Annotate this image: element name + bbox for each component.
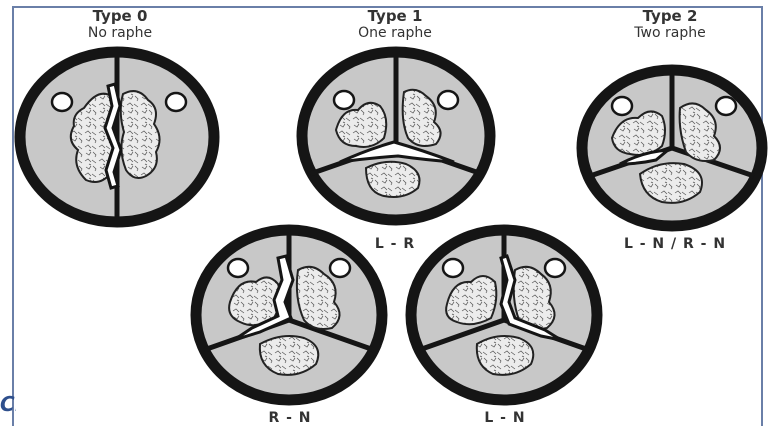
type2-title: Type 2 xyxy=(610,8,730,25)
valve-type2 xyxy=(576,64,768,232)
type1-subtitle: One raphe xyxy=(335,25,455,42)
ln-sublabel: L - N xyxy=(455,410,555,426)
type2-label: Type 2 Two raphe xyxy=(610,8,730,42)
type1-title: Type 1 xyxy=(335,8,455,25)
valve-rn xyxy=(190,224,388,406)
type2-sublabel: L - N / R - N xyxy=(605,236,745,252)
type2-subtitle: Two raphe xyxy=(610,25,730,42)
valve-type1-lr xyxy=(296,46,496,226)
side-caption: C1 xyxy=(0,392,16,416)
type0-title: Type 0 xyxy=(60,8,180,25)
type1-label: Type 1 One raphe xyxy=(335,8,455,42)
type0-subtitle: No raphe xyxy=(60,25,180,42)
type0-label: Type 0 No raphe xyxy=(60,8,180,42)
valve-ln xyxy=(405,224,603,406)
rn-sublabel: R - N xyxy=(240,410,340,426)
valve-type0 xyxy=(14,46,220,228)
